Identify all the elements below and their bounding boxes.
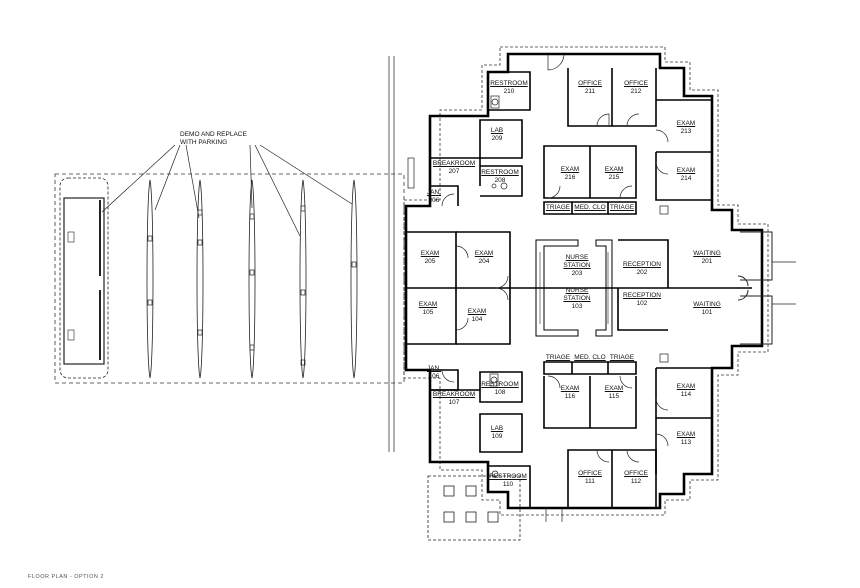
patio	[427, 475, 521, 541]
demo-note-line1: DEMO AND REPLACE	[180, 131, 247, 138]
door-swings	[441, 53, 669, 522]
parking-island-4	[299, 179, 307, 379]
top-wing-walls	[406, 68, 712, 288]
parking-island-3	[248, 179, 256, 379]
parking-area	[54, 56, 405, 452]
parking-island-1	[146, 179, 154, 379]
nurse-station-counters	[535, 239, 613, 337]
drawing-footer: FLOOR PLAN - OPTION 2	[28, 574, 104, 580]
demo-note-line2: WITH PARKING	[180, 139, 228, 146]
demo-note: DEMO AND REPLACE WITH PARKING	[180, 131, 247, 147]
bottom-wing-walls	[406, 288, 712, 508]
building-outline	[403, 46, 769, 516]
entry-vestibules	[737, 231, 796, 345]
parking-island-2	[196, 179, 204, 379]
parking-island-5	[350, 179, 358, 379]
plumbing-fixtures	[407, 95, 669, 478]
